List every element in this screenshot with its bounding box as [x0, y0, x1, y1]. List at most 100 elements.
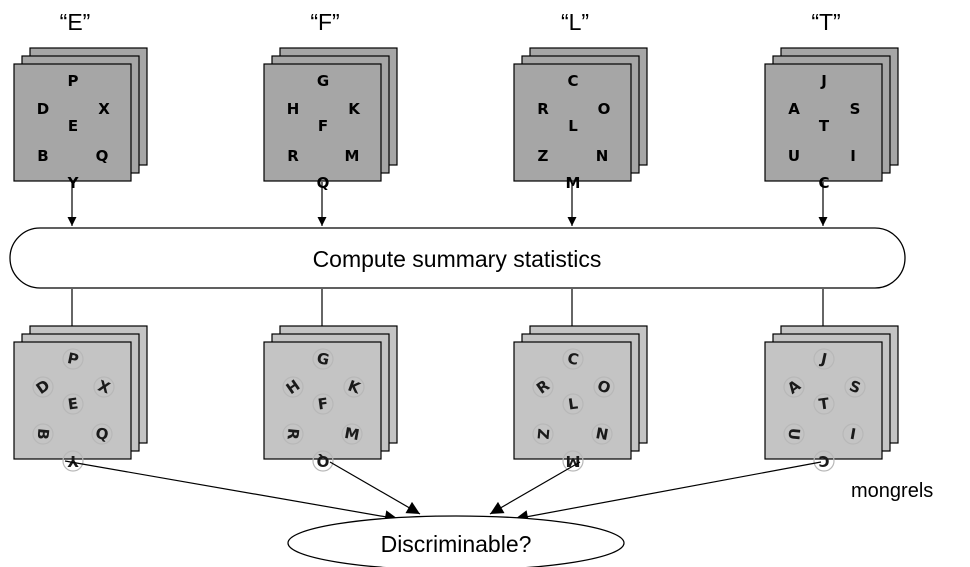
- stimulus-letter: J: [820, 72, 827, 90]
- arrow-converge: [489, 461, 581, 515]
- mongrel-glyph: Q: [312, 450, 334, 472]
- svg-text:C: C: [818, 452, 829, 470]
- stimulus-letter: I: [850, 147, 856, 165]
- condition-label: “F”: [310, 9, 339, 35]
- stimulus-stack: P D X E B QY: [13, 47, 148, 192]
- stimulus-letter: T: [819, 117, 830, 135]
- mongrel-glyph: Z: [532, 423, 554, 445]
- mongrel-glyph: N: [591, 423, 613, 445]
- mongrel-glyph: U: [783, 423, 805, 445]
- svg-text:Q: Q: [94, 424, 110, 444]
- condition-labels: “E” “F” “L” “T”: [60, 9, 841, 35]
- mongrel-glyph: I: [842, 423, 864, 445]
- svg-text:N: N: [594, 424, 609, 444]
- mongrel-glyph: C: [813, 450, 835, 472]
- mongrel-glyph: C: [562, 348, 584, 370]
- stimulus-letter: Q: [317, 174, 330, 192]
- condition-label: “L”: [561, 9, 589, 35]
- mongrel-glyph: F: [312, 393, 334, 415]
- stimulus-letter: X: [98, 100, 110, 118]
- svg-text:I: I: [849, 425, 858, 444]
- stimulus-front-square: [13, 63, 132, 182]
- svg-text:E: E: [67, 394, 80, 413]
- svg-text:Q: Q: [317, 452, 330, 470]
- summary-statistics-box: Compute summary statistics: [9, 227, 906, 289]
- svg-text:R: R: [283, 427, 302, 441]
- condition-label: “T”: [811, 9, 840, 35]
- svg-text:T: T: [818, 394, 831, 413]
- svg-text:G: G: [315, 349, 331, 369]
- arrows-to-summary: [67, 182, 828, 226]
- svg-text:M: M: [343, 424, 361, 444]
- stimulus-letter: H: [287, 100, 300, 118]
- stimulus-letter: N: [596, 147, 609, 165]
- stimulus-letter: Y: [67, 174, 80, 192]
- svg-text:U: U: [785, 427, 804, 441]
- svg-text:B: B: [34, 428, 53, 441]
- mongrel-glyph: D: [32, 376, 54, 398]
- stimulus-letter: P: [68, 72, 79, 90]
- mongrel-glyph: J: [813, 348, 835, 370]
- arrows-to-mongrels: [67, 289, 828, 337]
- stimulus-front-square: [263, 63, 382, 182]
- stimulus-letter: U: [788, 147, 800, 165]
- stimulus-letter: C: [818, 174, 829, 192]
- mongrel-glyph: E: [62, 393, 84, 415]
- arrow-converge: [514, 461, 822, 524]
- condition-label: “E”: [60, 9, 91, 35]
- mongrel-glyph: T: [813, 393, 835, 415]
- mongrel-glyph: O: [593, 376, 615, 398]
- svg-text:C: C: [566, 349, 581, 369]
- stimulus-letter: Z: [538, 147, 549, 165]
- svg-text:J: J: [818, 349, 828, 368]
- stimulus-letter: S: [850, 100, 861, 118]
- stimulus-letter: G: [317, 72, 329, 90]
- stimulus-letter: C: [567, 72, 578, 90]
- decision-ellipse: Discriminable?: [287, 515, 625, 567]
- mongrel-front-square: [513, 341, 632, 460]
- stimulus-letter: B: [37, 147, 48, 165]
- stimulus-letter: L: [568, 117, 578, 135]
- stimulus-letter: D: [37, 100, 49, 118]
- svg-text:Z: Z: [534, 428, 553, 441]
- mongrel-glyph: G: [312, 348, 334, 370]
- summary-statistics-label: Compute summary statistics: [313, 246, 602, 272]
- mongrel-glyph: R: [282, 423, 304, 445]
- stimulus-letter: K: [348, 100, 361, 118]
- mongrel-front-square: [764, 341, 883, 460]
- svg-text:M: M: [566, 452, 581, 470]
- svg-text:O: O: [595, 376, 613, 397]
- stimulus-letter: M: [566, 174, 581, 192]
- mongrel-glyph: L: [562, 393, 584, 415]
- arrows-to-decision: [64, 460, 822, 524]
- stimulus-letter: E: [68, 117, 78, 135]
- mongrel-glyph: Y: [62, 450, 84, 472]
- stimulus-letter: A: [788, 100, 800, 118]
- stimulus-stack: J A S T U I C: [764, 47, 899, 192]
- decision-label: Discriminable?: [381, 531, 532, 557]
- mongrel-glyph: H: [282, 376, 304, 398]
- mongrel-glyph: Q: [91, 423, 113, 445]
- arrow-converge: [64, 460, 399, 524]
- stimulus-letter: F: [318, 117, 328, 135]
- mongrels-caption: mongrels: [851, 480, 933, 502]
- mongrel-glyph: B: [32, 423, 54, 445]
- svg-text:P: P: [66, 349, 81, 369]
- svg-text:L: L: [567, 394, 579, 413]
- svg-text:Y: Y: [66, 452, 79, 470]
- mongrel-front-square: [263, 341, 382, 460]
- mongrel-glyph: M: [341, 423, 363, 445]
- mongrel-front-square: [13, 341, 132, 460]
- stimulus-letter: Q: [96, 147, 109, 165]
- stimulus-front-square: [513, 63, 632, 182]
- mongrel-glyph: P: [62, 348, 84, 370]
- stimulus-letter: R: [287, 147, 299, 165]
